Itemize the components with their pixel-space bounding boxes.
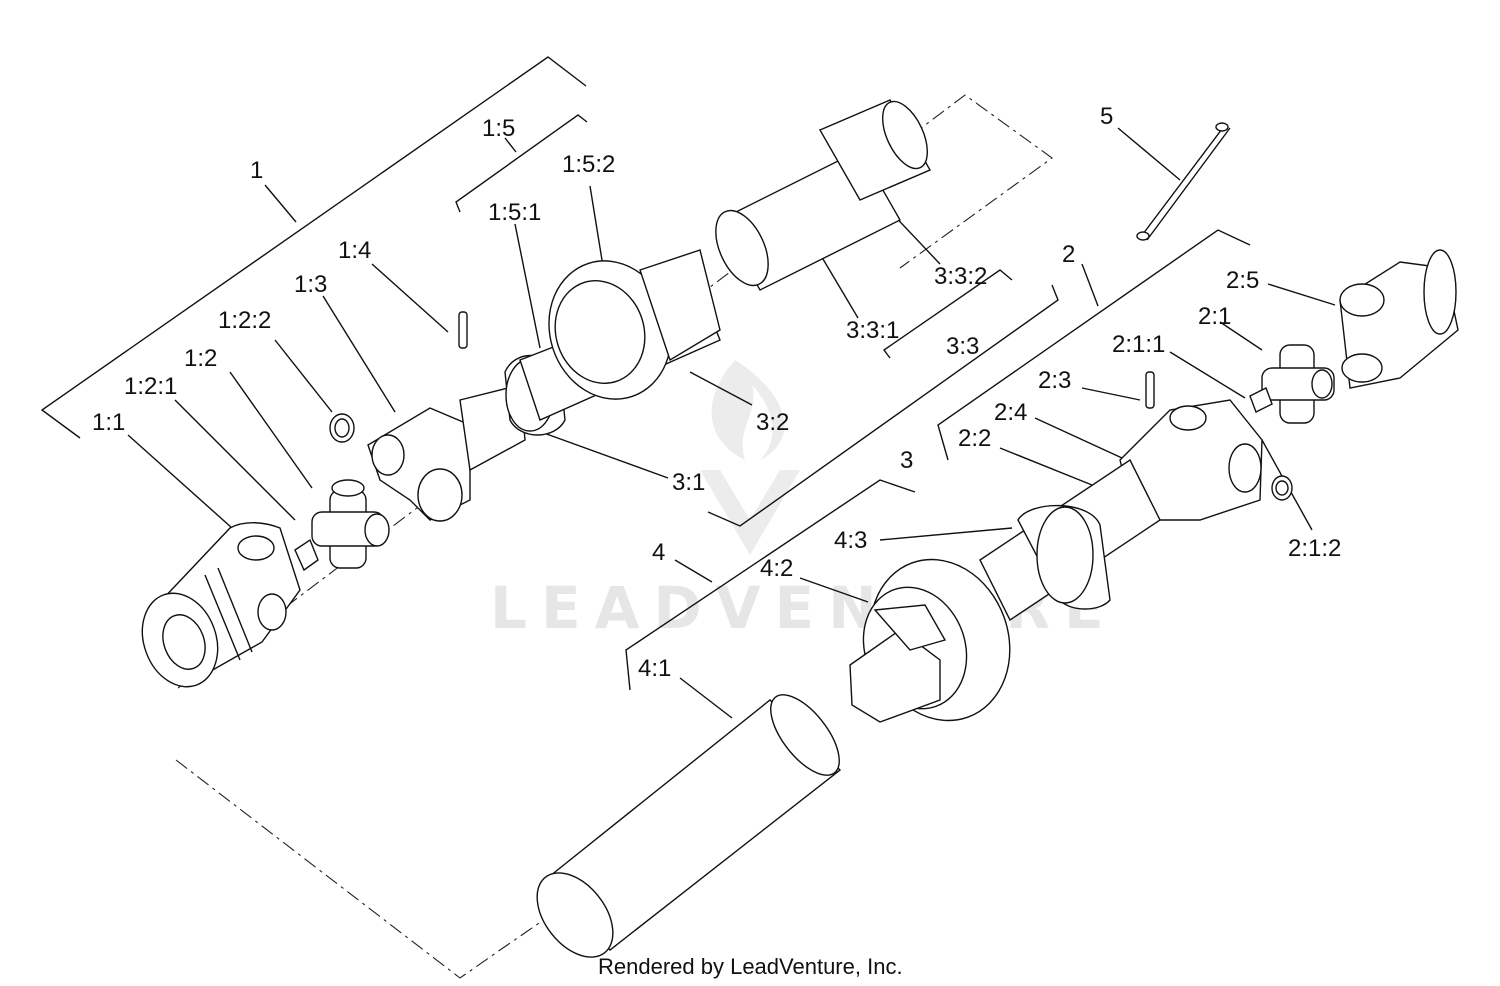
callout-4-3: 4:3 <box>834 527 867 554</box>
callout-2: 2 <box>1062 241 1075 268</box>
callout-2-5: 2:5 <box>1226 267 1259 294</box>
callout-3-2: 3:2 <box>756 409 789 436</box>
callout-1-5-1: 1:5:1 <box>488 199 541 226</box>
callout-3-3-2: 3:3:2 <box>934 263 987 290</box>
callout-2-1: 2:1 <box>1198 303 1231 330</box>
cross-kit-1-2 <box>311 479 390 569</box>
callout-2-4: 2:4 <box>994 399 1027 426</box>
callout-1-3: 1:3 <box>294 271 327 298</box>
cross-kit-2-1 <box>1261 344 1335 424</box>
grease-fitting-1-2-1 <box>294 538 319 572</box>
callout-2-1-2: 2:1:2 <box>1288 535 1341 562</box>
callout-1-1: 1:1 <box>92 409 125 436</box>
callout-4-2: 4:2 <box>760 555 793 582</box>
callout-1-2-1: 1:2:1 <box>124 373 177 400</box>
pin-1-4 <box>458 311 468 349</box>
callout-1-5: 1:5 <box>482 115 515 142</box>
grease-fitting-2-1-1 <box>1249 387 1273 413</box>
callout-2-2: 2:2 <box>958 425 991 452</box>
callout-3-3: 3:3 <box>946 333 979 360</box>
safety-chain-5 <box>1136 122 1231 241</box>
bearing-ring-4-3 <box>1017 504 1111 610</box>
leader-lines <box>127 127 1336 719</box>
snap-ring-2-1-2 <box>1271 475 1293 501</box>
callout-3-1: 3:1 <box>672 469 705 496</box>
callout-3: 3 <box>900 447 913 474</box>
callout-1-2-2: 1:2:2 <box>218 307 271 334</box>
callout-2-1-1: 2:1:1 <box>1112 331 1165 358</box>
shield-tube-3-3-2 <box>819 99 931 201</box>
pin-2-3 <box>1145 371 1155 409</box>
callout-3-3-1: 3:3:1 <box>846 317 899 344</box>
shield-tube-4-1 <box>536 694 842 958</box>
credit-text: Rendered by LeadVenture, Inc. <box>598 954 903 979</box>
callout-labels: 1 1:5 1:5:2 1:5:1 1:4 1:3 1:2:2 1:2 1:2:… <box>92 103 1341 682</box>
callout-1-5-2: 1:5:2 <box>562 151 615 178</box>
yoke-2-5 <box>1339 249 1459 389</box>
snap-ring-1-2-2 <box>329 413 355 443</box>
shield-cone-4-2 <box>849 558 1011 723</box>
callout-1-2: 1:2 <box>184 345 217 372</box>
yoke-1-1 <box>141 522 301 688</box>
callout-5: 5 <box>1100 103 1113 130</box>
callout-4-1: 4:1 <box>638 655 671 682</box>
group-brackets <box>40 56 1251 691</box>
callout-4: 4 <box>652 539 665 566</box>
callout-1: 1 <box>250 157 263 184</box>
callout-2-3: 2:3 <box>1038 367 1071 394</box>
shield-cone-3-2 <box>548 249 721 400</box>
callout-1-4: 1:4 <box>338 237 371 264</box>
yoke-2-4 <box>1119 399 1263 521</box>
